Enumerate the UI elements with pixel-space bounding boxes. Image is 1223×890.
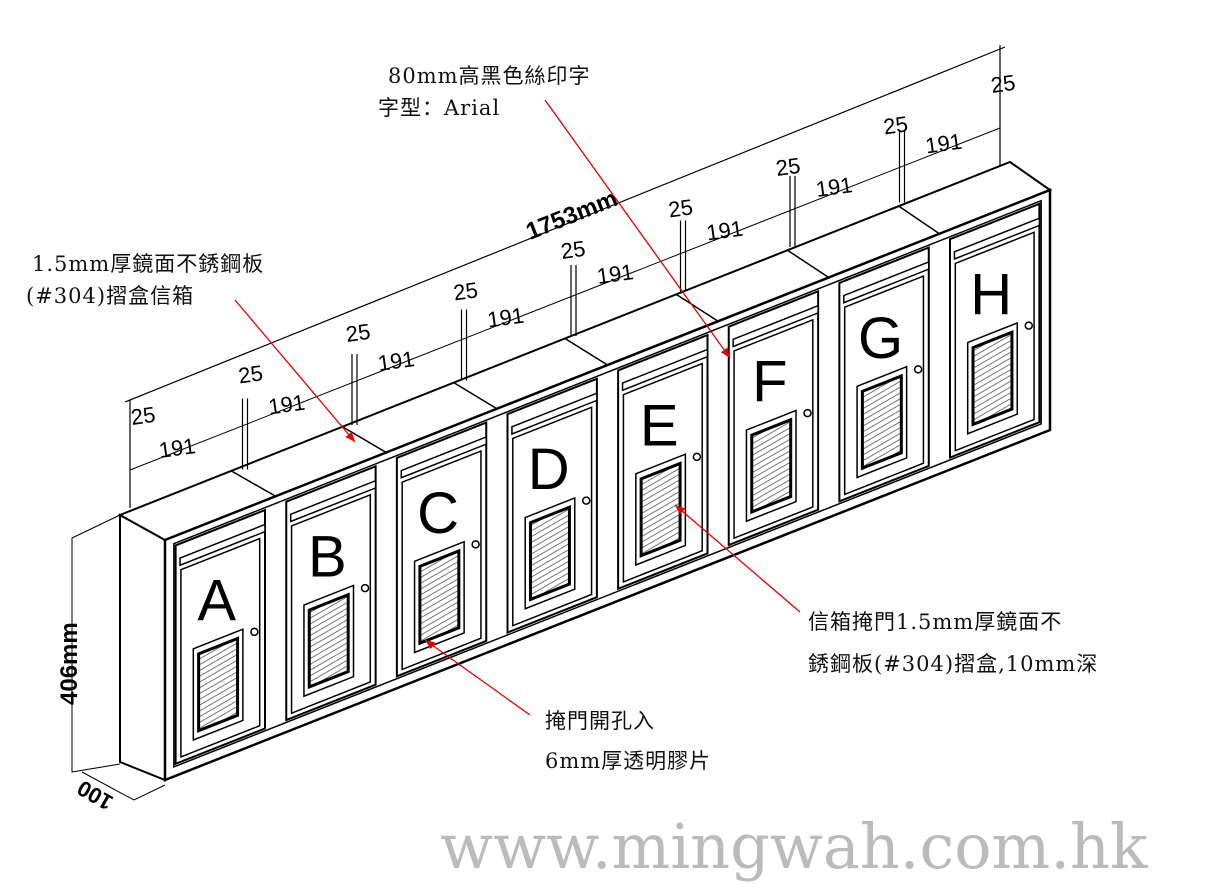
cabinet-body: A B C D E F G H: [117, 160, 1053, 782]
door-letter: G: [858, 306, 903, 371]
dim-label-25: 25: [237, 360, 265, 388]
mailbox-D: D: [506, 377, 598, 635]
door-knob: [913, 365, 923, 374]
door-knob: [803, 408, 812, 418]
top-divider: [787, 249, 830, 279]
leader-line: [424, 639, 531, 716]
leader-line: [544, 99, 731, 359]
left-side-panel: [119, 513, 166, 782]
note-lettering-1: 80mm高黑色絲印字: [388, 64, 591, 88]
mail-slot: [179, 523, 266, 567]
door-letter: D: [528, 437, 570, 502]
leader-arrowhead: [675, 505, 686, 515]
height-label: 406mm: [56, 622, 83, 705]
module-dim-line: [129, 127, 1001, 471]
note-door-2: 銹鋼板(#304)摺盒,10mm深: [808, 652, 1099, 676]
top-divider: [564, 337, 608, 366]
dim-label-191: 191: [486, 303, 526, 333]
door-letter: E: [640, 393, 679, 458]
mail-slot: [289, 479, 377, 523]
mail-slot: [843, 260, 930, 304]
door-letter: A: [197, 568, 236, 633]
dim-label-25: 25: [452, 277, 480, 305]
leader-arrowhead: [345, 431, 355, 442]
mailbox-G: G: [838, 246, 930, 503]
mail-slot: [953, 217, 1041, 261]
dim-label-191: 191: [595, 259, 635, 289]
mailbox-A: A: [174, 508, 267, 766]
leader-lines: [234, 99, 801, 716]
leader-line: [674, 504, 801, 613]
door-knob: [582, 496, 591, 505]
top-divider: [675, 293, 719, 322]
watermark: www.mingwah.com.hk: [440, 810, 1148, 883]
dim-label-25: 25: [882, 111, 910, 139]
depth-dim-line: [81, 771, 166, 801]
door-knob: [471, 540, 480, 549]
dim-label-25: 25: [559, 236, 587, 264]
door-knob: [250, 627, 259, 637]
window-panel: [639, 461, 682, 558]
window-panel: [750, 417, 793, 515]
top-divider: [342, 426, 387, 454]
door-knob: [1024, 321, 1034, 330]
dim-label-25: 25: [774, 153, 802, 181]
dim-label-191: 191: [157, 433, 197, 463]
dim-label-191: 191: [814, 172, 854, 202]
dim-label-25: 25: [344, 319, 372, 347]
mail-slot: [400, 435, 488, 479]
door-letter: C: [417, 481, 459, 546]
door-letter: F: [752, 350, 787, 415]
note-body-1: 1.5mm厚鏡面不銹鋼板: [32, 252, 265, 276]
depth-label: 100: [73, 775, 117, 815]
window-panel: [971, 330, 1014, 427]
mail-slot: [732, 304, 819, 348]
height-dim-line: [71, 514, 121, 773]
dim-label-25: 25: [129, 402, 157, 430]
mail-slot: [621, 348, 709, 392]
top-divider: [898, 205, 940, 235]
dim-label-191: 191: [267, 390, 307, 420]
dimension-lines: 2525252525252525251911911911911911911911…: [71, 45, 1017, 801]
note-lettering-2: 字型：Arial: [378, 96, 501, 120]
dim-label-25: 25: [667, 194, 695, 222]
window-panel: [418, 548, 461, 646]
leader-arrowhead: [425, 640, 436, 650]
dim-label-191: 191: [376, 346, 416, 376]
dim-label-191: 191: [924, 129, 964, 159]
window-panel: [307, 592, 350, 690]
mailbox-C: C: [395, 421, 488, 678]
mailbox-B: B: [285, 464, 377, 722]
top-divider: [453, 381, 498, 410]
door-letter: H: [970, 262, 1012, 327]
mailbox-F: F: [727, 289, 820, 547]
door-knob: [360, 583, 370, 593]
leader-line: [234, 299, 356, 443]
dim-label-191: 191: [705, 216, 745, 246]
note-door-1: 信箱掩門1.5mm厚鏡面不: [808, 610, 1063, 634]
window-panel: [860, 373, 903, 471]
dim-label-25: 25: [989, 70, 1017, 98]
front-inner-frame: [173, 199, 1042, 769]
note-body-2: (#304)摺盒信箱: [26, 284, 195, 308]
note-window-1: 掩門開孔入: [545, 709, 655, 733]
door-letter: B: [308, 525, 347, 590]
door-knob: [692, 452, 702, 462]
leader-arrowhead: [720, 347, 730, 358]
mailbox-H: H: [948, 202, 1041, 460]
window-panel: [529, 505, 571, 602]
note-window-2: 6mm厚透明膠片: [545, 749, 712, 773]
window-panel: [197, 636, 240, 733]
front-frame: [163, 188, 1052, 782]
mail-slot: [511, 392, 598, 436]
top-divider: [230, 470, 276, 497]
mailbox-E: E: [617, 333, 709, 591]
